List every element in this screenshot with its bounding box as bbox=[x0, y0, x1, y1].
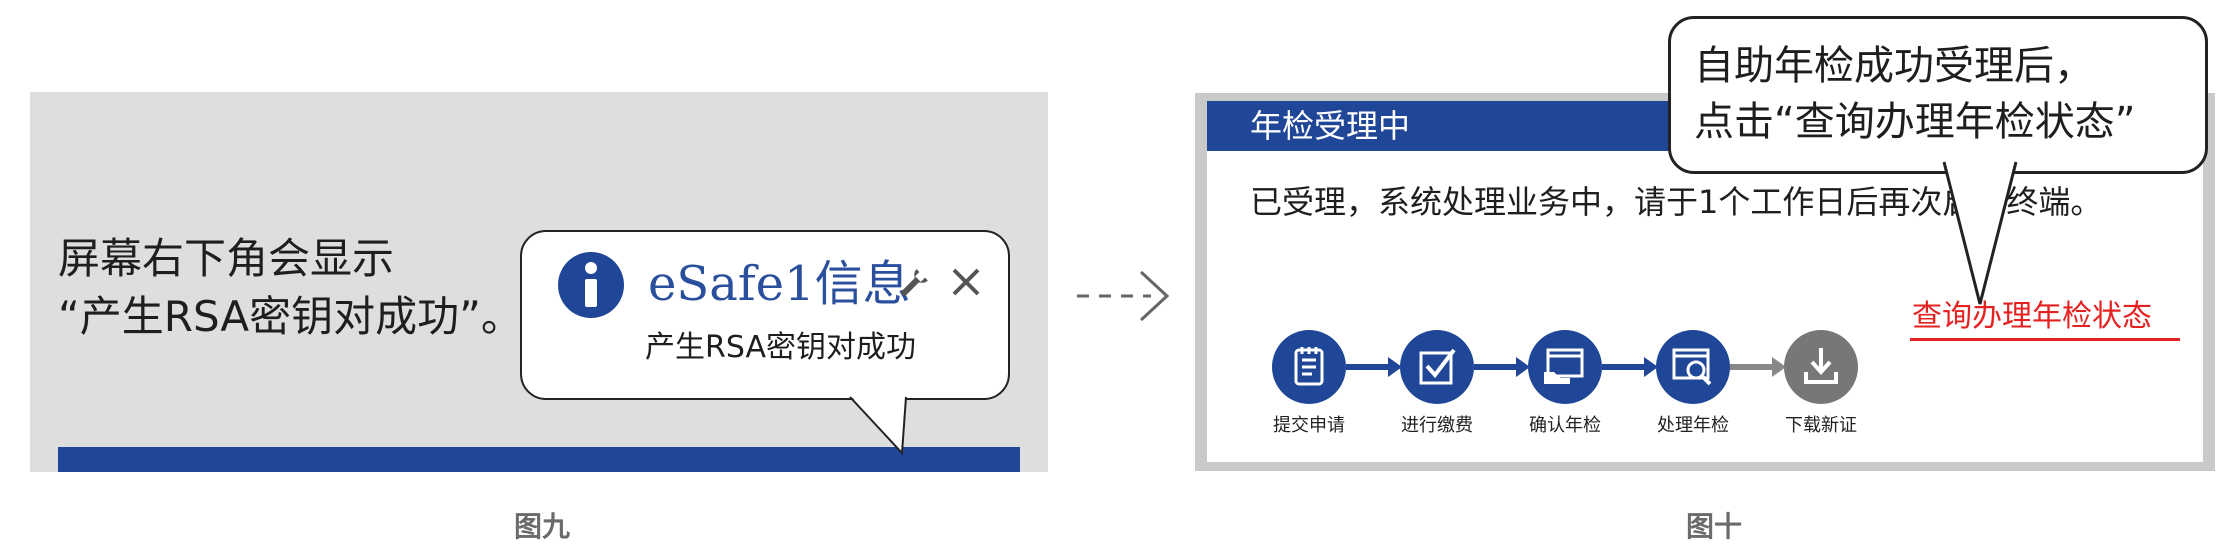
wrench-icon[interactable] bbox=[896, 267, 930, 301]
inspection-header-title: 年检受理中 bbox=[1250, 107, 1411, 145]
step-1-circle bbox=[1272, 330, 1346, 404]
step-4-circle bbox=[1656, 330, 1730, 404]
step-connector bbox=[1346, 364, 1392, 370]
callout-tail bbox=[1942, 160, 2018, 305]
taskbar bbox=[58, 447, 1020, 472]
notification-popup-tail bbox=[849, 395, 907, 456]
step-3-label: 确认年检 bbox=[1529, 415, 1601, 436]
step-5-label: 下载新证 bbox=[1785, 415, 1857, 436]
dashed-arrow-icon bbox=[1077, 270, 1170, 322]
query-status-link-underline bbox=[1910, 338, 2180, 341]
callout-text: 自助年检成功受理后， 点击“查询办理年检状态” bbox=[1694, 38, 2135, 150]
step-5-circle bbox=[1784, 330, 1858, 404]
callout-line2: 点击“查询办理年检状态” bbox=[1694, 99, 2136, 145]
step-connector bbox=[1602, 364, 1648, 370]
download-icon bbox=[1804, 348, 1838, 384]
info-icon bbox=[558, 252, 624, 318]
figure9-caption: 图九 bbox=[514, 510, 571, 543]
document-icon bbox=[1294, 347, 1324, 386]
query-status-link[interactable]: 查询办理年检状态 bbox=[1912, 299, 2152, 334]
figure9-description: 屏幕右下角会显示 “产生RSA密钥对成功”。 bbox=[58, 230, 523, 346]
step-4-label: 处理年检 bbox=[1657, 415, 1729, 436]
notification-message: 产生RSA密钥对成功 bbox=[645, 330, 916, 365]
confirm-icon bbox=[1544, 348, 1584, 384]
step-connector-arrow bbox=[1388, 357, 1402, 377]
figure10-caption: 图十 bbox=[1686, 510, 1743, 543]
figure9-description-line2: “产生RSA密钥对成功”。 bbox=[58, 292, 523, 341]
step-connector bbox=[1730, 364, 1776, 370]
close-icon[interactable] bbox=[948, 264, 984, 300]
step-connector-arrow bbox=[1644, 357, 1658, 377]
step-connector-arrow bbox=[1772, 357, 1786, 377]
callout-line1: 自助年检成功受理后， bbox=[1694, 43, 2094, 89]
step-1-label: 提交申请 bbox=[1273, 415, 1345, 436]
step-2-circle bbox=[1400, 330, 1474, 404]
figure9-description-line1: 屏幕右下角会显示 bbox=[58, 234, 395, 283]
callout-bubble bbox=[1668, 16, 2208, 174]
checkbox-icon bbox=[1419, 348, 1456, 385]
magnify-window-icon bbox=[1672, 348, 1712, 386]
step-3-circle bbox=[1528, 330, 1602, 404]
step-connector bbox=[1474, 364, 1520, 370]
step-2-label: 进行缴费 bbox=[1401, 415, 1473, 436]
notification-title: eSafe1信息 bbox=[648, 256, 911, 312]
step-connector-arrow bbox=[1516, 357, 1530, 377]
